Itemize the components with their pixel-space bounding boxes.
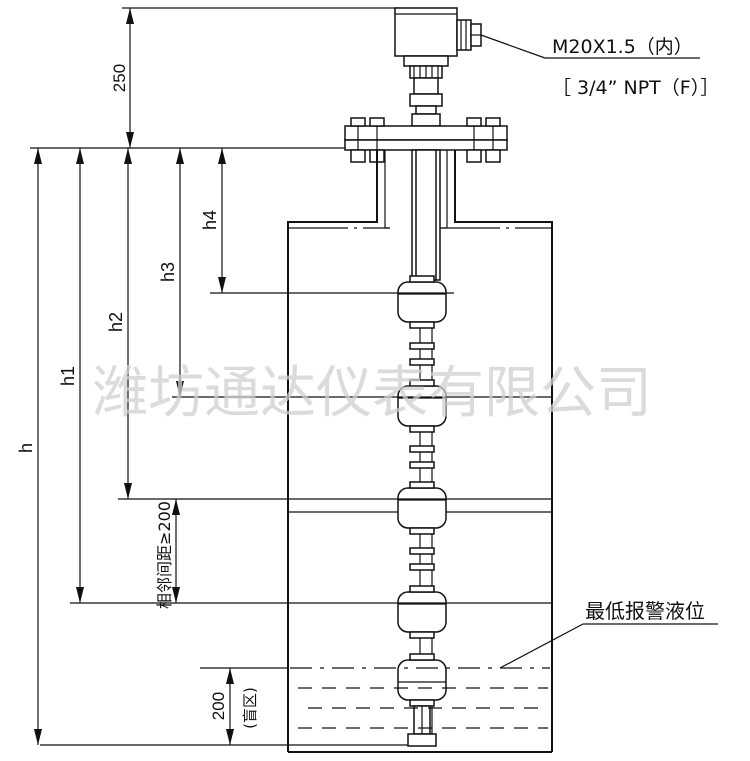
junction-box	[394, 7, 482, 127]
dim-h2: h2	[106, 148, 132, 499]
float-1	[397, 275, 447, 329]
thread-spec-line2: ［ 3/4” NPT（F）］	[552, 77, 719, 99]
dim-250: 250	[110, 7, 400, 148]
float-4	[397, 585, 447, 639]
dim-h1: h1	[58, 148, 84, 603]
dim-h2-label: h2	[106, 312, 126, 332]
float-3	[397, 481, 447, 535]
dim-h4: h4	[200, 148, 226, 293]
guide-stem	[411, 149, 441, 740]
company-watermark: 潍坊通达仪表有限公司	[92, 361, 652, 426]
switch-point-lines	[70, 292, 552, 669]
lowest-alarm-label: 最低报警液位	[585, 599, 705, 623]
lowest-alarm-annotation: 最低报警液位	[499, 599, 718, 669]
dim-250-label: 250	[110, 64, 129, 92]
dim-h1-label: h1	[58, 366, 78, 386]
thread-leader	[480, 34, 546, 59]
mounting-flange	[344, 117, 508, 163]
stop-collars	[409, 342, 435, 571]
dim-spacing-label: 相邻间距≥200	[155, 501, 174, 609]
float-2	[397, 379, 447, 433]
dim-spacing: 相邻间距≥200	[155, 499, 180, 609]
dim-blind-zone: 200 (盲区)	[209, 668, 259, 745]
dim-h-label: h	[16, 443, 36, 453]
dim-blind-value: 200	[209, 692, 228, 720]
dim-h4-label: h4	[200, 210, 220, 230]
thread-spec-line1: M20X1.5（内）	[552, 36, 693, 58]
dim-h: h	[16, 148, 42, 745]
dim-h3: h3	[158, 148, 184, 397]
dim-h3-label: h3	[158, 262, 178, 282]
bottom-stop	[407, 705, 437, 747]
dim-blind-label: (盲区)	[241, 687, 259, 729]
tank	[40, 150, 553, 753]
liquid-levels	[290, 667, 550, 729]
float-5	[397, 653, 447, 707]
